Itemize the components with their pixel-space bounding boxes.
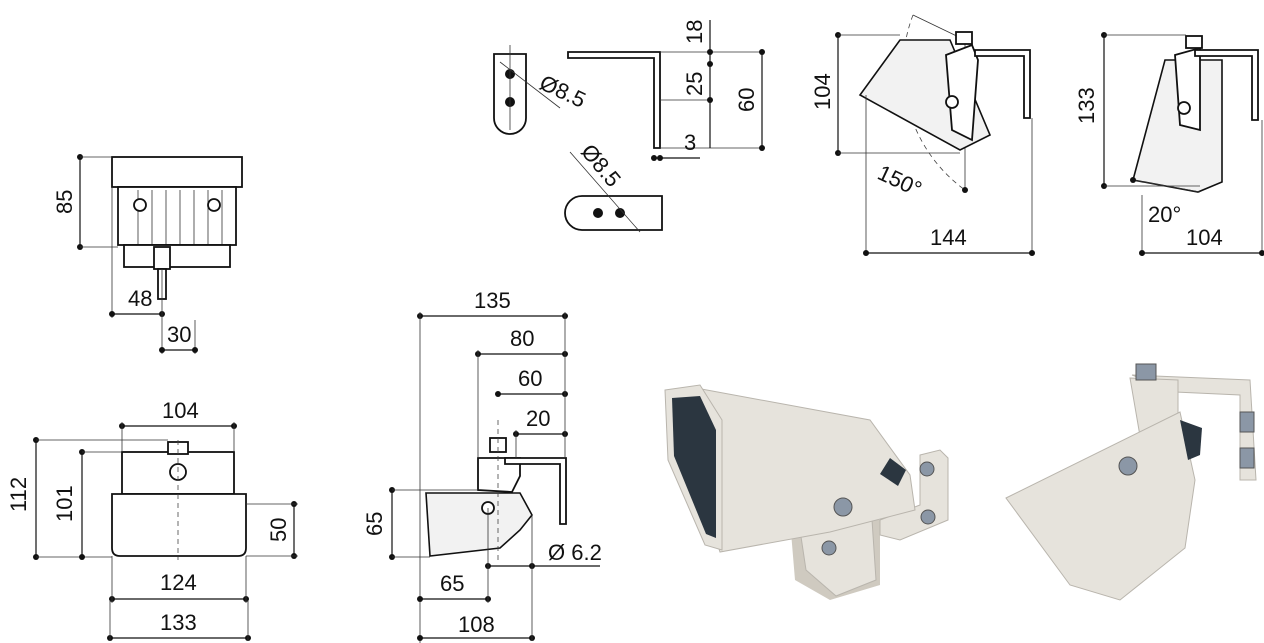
profile-65-width-label: 65 xyxy=(440,571,464,596)
bracket-3-label: 3 xyxy=(684,130,696,155)
front-view: 104 112 101 50 124 133 xyxy=(6,398,298,641)
bracket-60-label: 60 xyxy=(734,88,759,112)
front-112-label: 112 xyxy=(6,477,31,512)
rear-30-label: 30 xyxy=(167,322,191,347)
rear-48-label: 48 xyxy=(128,286,152,311)
product-photo-front xyxy=(664,384,949,600)
tilt-width-label: 144 xyxy=(930,225,967,250)
tilt-angle-label: 150° xyxy=(874,160,926,202)
profile-108-label: 108 xyxy=(458,612,495,637)
profile-20-label: 20 xyxy=(526,406,550,431)
tilt-height-label: 104 xyxy=(810,73,835,110)
rear-view: 85 48 30 xyxy=(52,154,243,354)
bracket-25-label: 25 xyxy=(682,72,707,96)
bracket-18-label: 18 xyxy=(682,20,707,44)
rear-height-label: 85 xyxy=(52,190,77,214)
profile-135-label: 135 xyxy=(474,288,511,313)
side-tilt-view: 133 20° 104 xyxy=(1074,32,1264,256)
bracket-hole-bottom-label: Ø8.5 xyxy=(576,139,626,192)
side-width-label: 104 xyxy=(1186,225,1223,250)
tilt-range-view: 104 150° 144 xyxy=(810,14,1035,256)
side-height-label: 133 xyxy=(1074,87,1099,124)
bracket-profile: 18 25 60 3 xyxy=(567,20,765,161)
profile-hole-label: Ø 6.2 xyxy=(548,540,602,565)
front-top-width-label: 104 xyxy=(162,398,199,423)
bracket-hole-view-bottom: Ø8.5 xyxy=(564,139,663,233)
front-124-label: 124 xyxy=(160,570,197,595)
product-photo-side xyxy=(1005,363,1257,601)
front-50-label: 50 xyxy=(266,518,291,542)
side-angle-label: 20° xyxy=(1148,202,1181,227)
profile-80-label: 80 xyxy=(510,326,534,351)
bracket-hole-top-label: Ø8.5 xyxy=(536,70,590,113)
front-133-label: 133 xyxy=(160,610,197,635)
profile-60-label: 60 xyxy=(518,366,542,391)
profile-65-height-label: 65 xyxy=(362,512,387,536)
front-101-label: 101 xyxy=(52,485,77,522)
profile-view: 135 80 60 20 65 Ø 6.2 65 108 xyxy=(362,288,602,643)
